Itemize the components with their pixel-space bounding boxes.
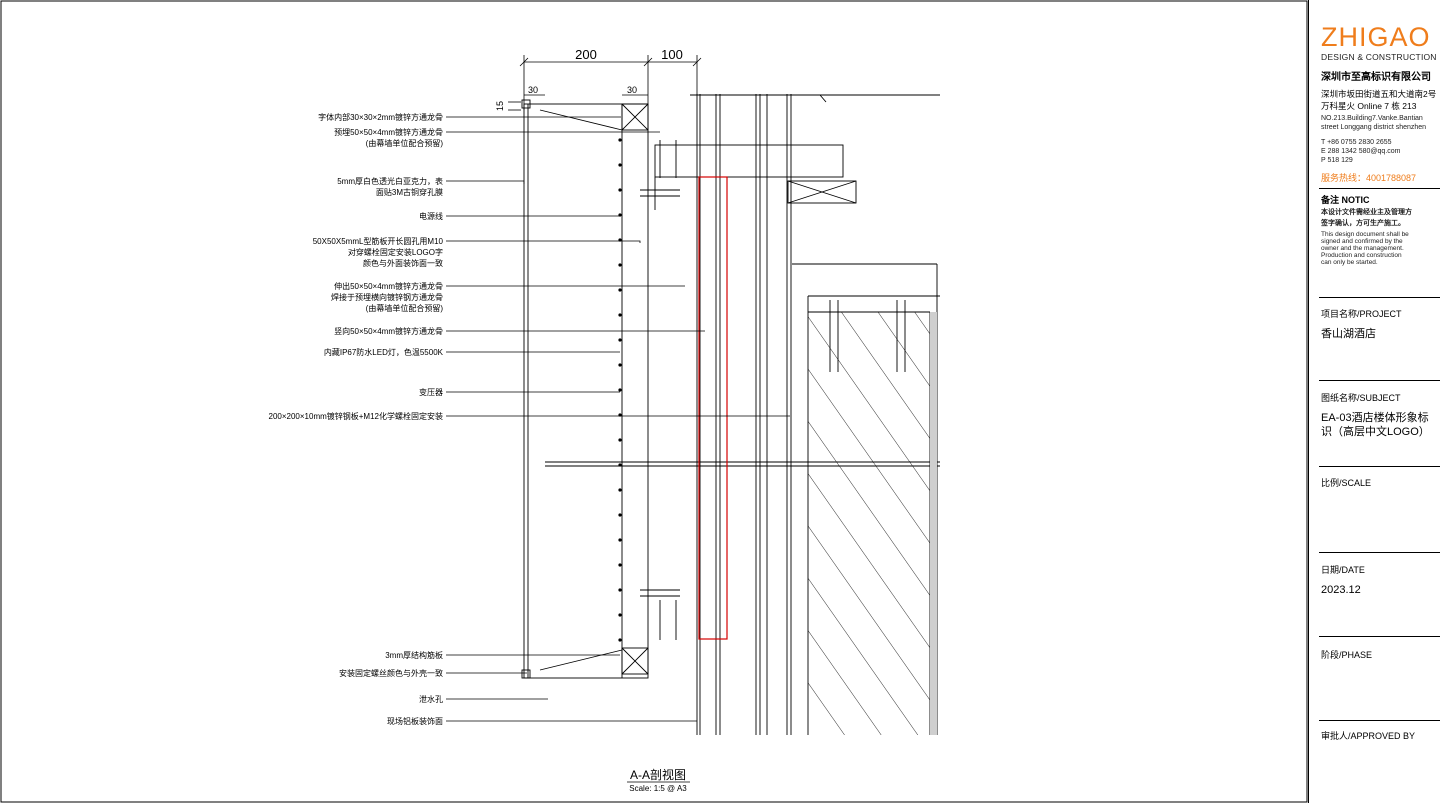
address-en-1: NO.213.Building7.Vanke.Bantian — [1321, 115, 1423, 122]
notice-cn-1: 本设计文件需经业主及管理方 — [1321, 209, 1412, 216]
address-cn-1: 深圳市坂田街道五和大道南2号 — [1321, 89, 1437, 99]
led-dot — [618, 363, 622, 367]
approved-label: 审批人/APPROVED BY — [1321, 731, 1416, 741]
notice-en-1: This design document shall be — [1321, 231, 1409, 238]
led-dot — [618, 388, 622, 392]
callout-labels: 字体内部30×30×2mm镀锌方通龙骨预埋50×50×4mm镀锌方通龙骨(由幕墙… — [269, 112, 444, 726]
concrete-edge — [930, 312, 937, 735]
led-dot — [618, 588, 622, 592]
notice-en-4: Production and construction — [1321, 252, 1402, 259]
callout-leader — [446, 180, 525, 184]
company-name: 深圳市至高标识有限公司 — [1321, 72, 1431, 83]
dim-200: 200 — [575, 47, 597, 62]
led-dots — [618, 138, 622, 642]
callout-label: 安装固定螺丝颜色与外壳一致 — [339, 668, 443, 678]
date-value: 2023.12 — [1321, 584, 1361, 596]
project-value: 香山湖酒店 — [1321, 328, 1376, 340]
led-dot — [618, 263, 622, 267]
callout-leader — [446, 240, 641, 243]
callout-label: 50X50X5mmL型筋板开长圆孔用M10 — [313, 236, 444, 246]
led-dot — [618, 538, 622, 542]
section-scale: Scale: 1:5 @ A3 — [629, 784, 687, 793]
dim-30-right: 30 — [627, 85, 637, 95]
led-dot — [618, 438, 622, 442]
led-dot — [618, 188, 622, 192]
callout-label: 200×200×10mm镀锌钢板+M12化学螺栓固定安装 — [269, 411, 444, 421]
callout-label: (由幕墙单位配合预留) — [366, 303, 444, 313]
callout-label: 竖向50×50×4mm镀锌方通龙骨 — [334, 326, 443, 336]
callout-label: 3mm厚结构筋板 — [385, 650, 443, 660]
callout-label: 5mm厚白色透光白亚克力，表 — [337, 176, 443, 186]
callout-label: 现场铝板装饰面 — [387, 716, 443, 726]
led-dot — [618, 613, 622, 617]
led-dot — [618, 313, 622, 317]
led-dot — [618, 163, 622, 167]
notice-title: 备注 NOTIC — [1321, 195, 1370, 205]
dim-15: 15 — [495, 101, 505, 111]
led-dot — [618, 638, 622, 642]
top-dimensions — [508, 55, 702, 111]
notice-en-2: signed and confirmed by the — [1321, 238, 1403, 245]
callout-label: 焊接于预埋横向镀锌钢方通龙骨 — [331, 292, 443, 302]
led-dot — [618, 513, 622, 517]
subject-label: 图纸名称/SUBJECT — [1321, 393, 1401, 403]
dim-100: 100 — [661, 47, 683, 62]
subject-value-2: 识（高层中文LOGO） — [1321, 426, 1430, 438]
separator — [1319, 552, 1440, 553]
dim-30-left: 30 — [528, 85, 538, 95]
callout-label: 变压器 — [419, 387, 443, 397]
separator — [1319, 636, 1440, 637]
scale-label: 比例/SCALE — [1321, 478, 1372, 488]
project-label: 项目名称/PROJECT — [1321, 309, 1402, 319]
logo-subtitle: DESIGN & CONSTRUCTION — [1321, 52, 1437, 62]
notice-cn-2: 签字确认，方可生产施工。 — [1321, 220, 1405, 227]
address-en-2: street Longgang district shenzhen — [1321, 124, 1427, 131]
section-title: A-A剖视图 — [630, 767, 686, 782]
title-block: ZHIGAO DESIGN & CONSTRUCTION 深圳市至高标识有限公司… — [1308, 0, 1450, 803]
callout-label: 电源线 — [419, 211, 443, 221]
led-dot — [618, 338, 622, 342]
notice-en-3: owner and the management. — [1321, 245, 1404, 252]
callout-label: 泄水孔 — [419, 694, 443, 704]
phase-label: 阶段/PHASE — [1321, 650, 1373, 660]
callout-label: 面贴3M古铜穿孔膜 — [376, 187, 443, 197]
callout-label: 对穿螺栓固定安装LOGO字 — [348, 247, 443, 257]
notice-en-5: can only be started. — [1321, 259, 1378, 266]
led-dot — [618, 288, 622, 292]
callout-label: 预埋50×50×4mm镀锌方通龙骨 — [334, 127, 443, 137]
callout-label: 伸出50×50×4mm镀锌方通龙骨 — [334, 281, 443, 291]
led-dot — [618, 138, 622, 142]
sign-box — [521, 99, 649, 679]
separator — [1319, 466, 1440, 467]
sheet-border — [0, 0, 1308, 803]
led-dot — [618, 563, 622, 567]
concrete-hatch — [808, 312, 930, 735]
address-cn-2: 万科星火 Online 7 栋 213 — [1321, 101, 1417, 111]
led-dot — [618, 488, 622, 492]
contact-post: P 518 129 — [1321, 157, 1353, 164]
separator — [1319, 188, 1440, 189]
highlight-column — [698, 176, 728, 640]
company-logo: ZHIGAO — [1321, 22, 1431, 52]
hotline: 服务热线：4001788087 — [1321, 173, 1417, 183]
callout-label: 内藏IP67防水LED灯，色温5500K — [324, 347, 444, 357]
subject-value-1: EA-03酒店楼体形象标 — [1321, 412, 1429, 424]
section-drawing: 200 100 30 30 15 — [0, 0, 1308, 803]
contact-email: E 288 1342 580@qq.com — [1321, 148, 1401, 155]
callout-label: 字体内部30×30×2mm镀锌方通龙骨 — [318, 112, 443, 122]
callout-leaders — [446, 116, 790, 722]
section-svg: 200 100 30 30 15 — [0, 0, 1308, 803]
separator — [1319, 380, 1440, 381]
callout-label: 颜色与外面装饰面一致 — [363, 258, 443, 268]
date-label: 日期/DATE — [1321, 565, 1365, 575]
separator — [1319, 720, 1440, 721]
separator — [1319, 297, 1440, 298]
callout-label: (由幕墙单位配合预留) — [366, 138, 444, 148]
contact-tel: T +86 0755 2830 2655 — [1321, 139, 1392, 146]
